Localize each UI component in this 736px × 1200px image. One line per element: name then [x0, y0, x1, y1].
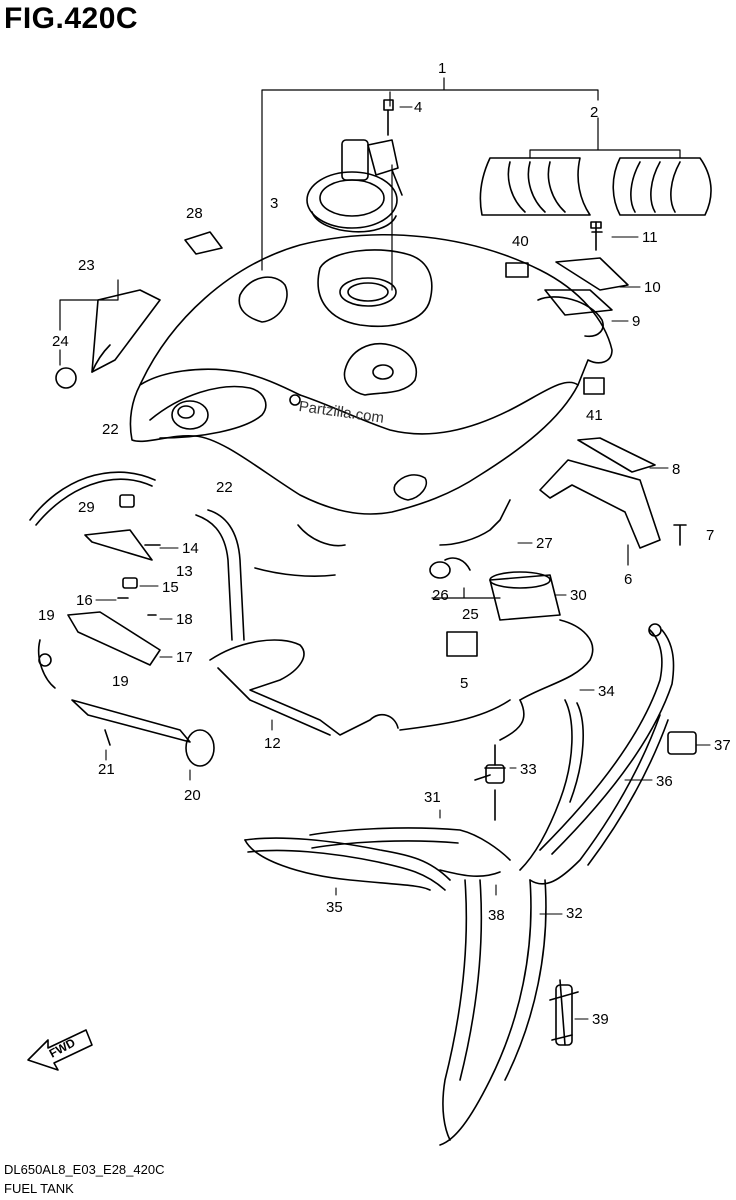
callout-41: 41	[586, 407, 603, 424]
callout-11: 11	[642, 229, 658, 246]
callout-6: 6	[624, 571, 632, 588]
leader-lines	[59, 77, 681, 599]
callout-16: 16	[76, 592, 93, 609]
callout-18: 18	[176, 611, 193, 628]
callout-32: 32	[566, 905, 583, 922]
hoses	[195, 499, 697, 1146]
callout-39: 39	[592, 1011, 609, 1028]
callout-22-b: 22	[216, 479, 233, 496]
callout-5: 5	[460, 675, 468, 692]
callout-14: 14	[182, 540, 199, 557]
figure-name: FUEL TANK	[4, 1181, 74, 1196]
callout-40: 40	[512, 233, 529, 250]
callout-35: 35	[326, 899, 343, 916]
callouts: 1 2 3 4 5 6 7 8 9 10 11 12 13 14 15 16 1…	[38, 60, 731, 1028]
callout-12: 12	[264, 735, 281, 752]
callout-30: 30	[570, 587, 587, 604]
callout-8: 8	[672, 461, 680, 478]
fuel-tank	[129, 234, 613, 515]
callout-9: 9	[632, 313, 640, 330]
callout-4: 4	[414, 99, 422, 116]
callout-36: 36	[656, 773, 673, 790]
callout-38: 38	[488, 907, 505, 924]
callout-10: 10	[644, 279, 661, 296]
callout-19-b: 19	[112, 673, 129, 690]
callout-17: 17	[176, 649, 193, 666]
left-parts	[29, 231, 223, 767]
fwd-arrow-icon: FWD	[27, 1029, 93, 1071]
callout-27: 27	[536, 535, 553, 552]
callout-21: 21	[98, 761, 115, 778]
callout-22-a: 22	[102, 421, 119, 438]
callout-7: 7	[706, 527, 714, 544]
knee-pads	[479, 157, 712, 216]
callout-3: 3	[270, 195, 278, 212]
callout-33: 33	[520, 761, 537, 778]
callout-19-a: 19	[38, 607, 55, 624]
callout-ticks	[95, 106, 711, 1020]
callout-37: 37	[714, 737, 731, 754]
callout-24: 24	[52, 333, 69, 350]
callout-31: 31	[424, 789, 441, 806]
callout-28: 28	[186, 205, 203, 222]
callout-20: 20	[184, 787, 201, 804]
callout-2: 2	[590, 104, 598, 121]
callout-34: 34	[598, 683, 615, 700]
callout-26: 26	[432, 587, 449, 604]
figure-title: FIG.420C	[4, 2, 139, 35]
callout-13: 13	[176, 563, 193, 580]
callout-15: 15	[162, 579, 179, 596]
callout-25: 25	[462, 606, 479, 623]
figure-code: DL650AL8_E03_E28_420C	[4, 1162, 165, 1177]
callout-23: 23	[78, 257, 95, 274]
callout-29: 29	[78, 499, 95, 516]
callout-1: 1	[438, 60, 446, 77]
brackets-right	[505, 221, 687, 549]
fuel-cap	[306, 99, 403, 233]
